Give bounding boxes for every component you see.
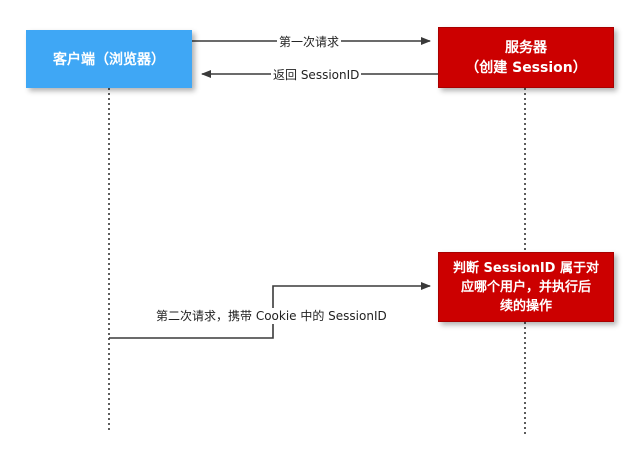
client-browser-box: 客户端（浏览器） (26, 30, 192, 88)
server-label: 服务器 （创建 Session） (465, 39, 587, 76)
server-box: 服务器 （创建 Session） (438, 27, 614, 88)
session-check-label: 判断 SessionID 属于对 应哪个用户，并执行后 续的操作 (453, 260, 599, 314)
response-1-label: 返回 SessionID (271, 67, 362, 83)
request-2-label: 第二次请求，携带 Cookie 中的 SessionID (154, 308, 389, 324)
client-browser-label: 客户端（浏览器） (53, 52, 165, 68)
request-1-label: 第一次请求 (277, 34, 342, 50)
session-check-box: 判断 SessionID 属于对 应哪个用户，并执行后 续的操作 (438, 252, 614, 322)
